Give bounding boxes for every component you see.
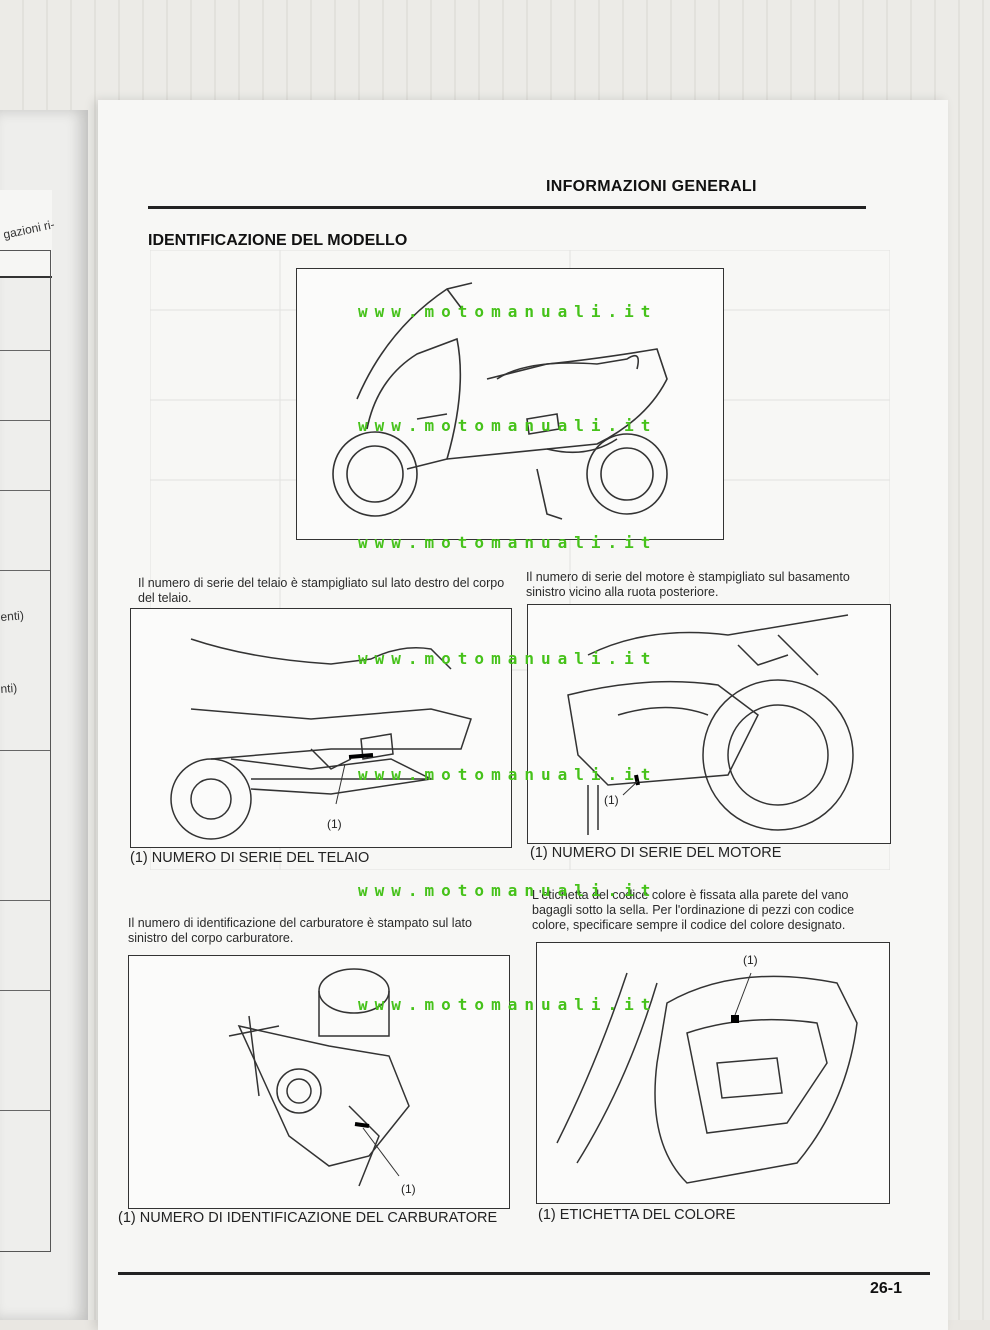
- color-label-figure: (1): [536, 942, 890, 1204]
- frame-serial-caption: Il numero di serie del telaio è stampigl…: [138, 576, 505, 605]
- watermark: www.motomanuali.it: [358, 302, 658, 321]
- carburetor-illustration: [228, 968, 410, 1187]
- engine-serial-figure: (1): [527, 604, 891, 844]
- watermark: www.motomanuali.it: [358, 881, 658, 900]
- engine-serial-caption: Il numero di serie del motore è stampigl…: [526, 570, 850, 599]
- scooter-overview-figure: [296, 268, 724, 540]
- carburetor-id-label: (1) NUMERO DI IDENTIFICAZIONE DEL CARBUR…: [118, 1210, 498, 1226]
- frame-illustration: [170, 638, 472, 840]
- luggage-box-illustration: [556, 972, 858, 1184]
- watermark: www.motomanuali.it: [358, 416, 658, 435]
- previous-page-fragment: nti): [0, 680, 18, 696]
- color-label-label: (1) ETICHETTA DEL COLORE: [538, 1207, 736, 1223]
- header-rule: [148, 206, 866, 209]
- engine-serial-label: (1) NUMERO DI SERIE DEL MOTORE: [530, 845, 782, 861]
- frame-callout: (1): [327, 817, 342, 831]
- frame-serial-figure: (1): [130, 608, 512, 848]
- watermark: www.motomanuali.it: [358, 765, 658, 784]
- section-title: INFORMAZIONI GENERALI: [546, 178, 757, 195]
- previous-page-table: [0, 250, 51, 1252]
- watermark: www.motomanuali.it: [358, 649, 658, 668]
- previous-page-tab: [0, 190, 52, 278]
- watermark: www.motomanuali.it: [358, 533, 658, 552]
- color-label-caption: L'etichetta del codice colore è fissata …: [532, 888, 855, 932]
- frame-serial-label: (1) NUMERO DI SERIE DEL TELAIO: [130, 850, 370, 866]
- footer-rule: [118, 1272, 930, 1275]
- page-number: 26-1: [870, 1280, 903, 1297]
- carburetor-id-caption: Il numero di identificazione del carbura…: [128, 916, 472, 945]
- carburetor-callout: (1): [401, 1182, 416, 1196]
- color-callout: (1): [743, 953, 758, 967]
- engine-callout: (1): [604, 793, 619, 807]
- engine-illustration: [567, 614, 854, 835]
- page-heading: IDENTIFICAZIONE DEL MODELLO: [148, 232, 408, 249]
- carburetor-figure: (1): [128, 955, 510, 1209]
- scooter-illustration: [332, 282, 668, 520]
- watermark: www.motomanuali.it: [358, 995, 658, 1014]
- previous-page-fragment: enti): [0, 608, 25, 624]
- previous-page-edge: gazioni ri- enti) nti): [0, 110, 88, 1320]
